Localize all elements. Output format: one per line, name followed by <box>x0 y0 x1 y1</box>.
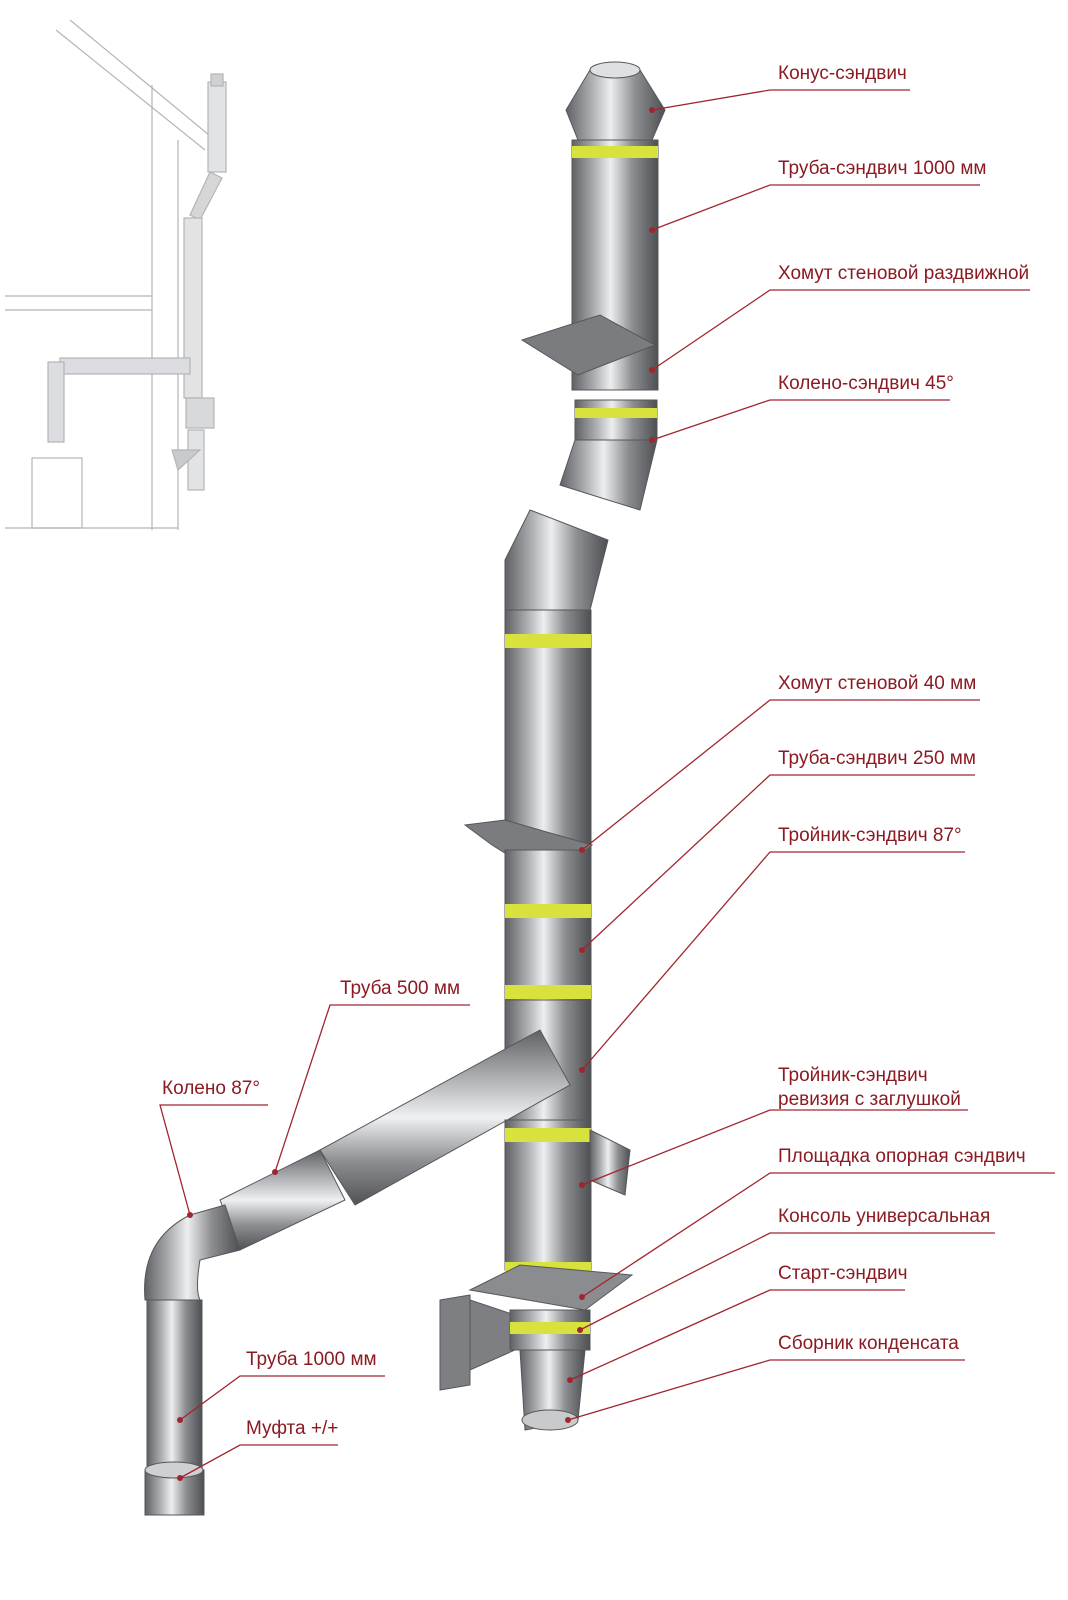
pipe-middle <box>504 609 592 851</box>
sketch-floor <box>5 295 152 311</box>
cone-sandwich <box>565 69 666 141</box>
sketch-roof <box>55 19 216 151</box>
leader-pipe1000s <box>651 184 980 231</box>
elbow-lower <box>504 509 609 611</box>
sketch-wall <box>151 85 179 530</box>
sketch-elbow <box>189 171 223 221</box>
label-pipe-sandwich-1000: Труба-сэндвич 1000 мм <box>778 158 987 179</box>
sketch-pipe-top <box>207 81 227 173</box>
label-pipe-1000: Труба 1000 мм <box>246 1349 377 1370</box>
leader-dots <box>177 107 655 1481</box>
label-condensate-collector: Сборник конденсата <box>778 1333 959 1354</box>
label-coupling-plus-plus: Муфта +/+ <box>246 1418 339 1439</box>
leader-console <box>579 1232 995 1331</box>
label-elbow-sandwich-45: Колено-сэндвич 45° <box>778 373 954 394</box>
pipe-1000 <box>146 1299 203 1471</box>
elbow-sandwich-45 <box>559 439 658 511</box>
sketch-stove <box>31 457 83 529</box>
leader-platform <box>581 1172 1055 1298</box>
sketch-cone <box>210 73 224 87</box>
sketch-console <box>171 449 202 472</box>
leader-clamp40 <box>581 699 980 851</box>
support-platform <box>468 1264 634 1311</box>
pipe-sandwich-250 <box>504 849 592 1001</box>
chimney-assembly <box>144 61 666 1516</box>
label-start-sandwich: Старт-сэндвич <box>778 1263 908 1284</box>
sketch-elbow-low <box>47 361 65 443</box>
label-pipe-500: Труба 500 мм <box>340 978 461 999</box>
leader-clamp-slide <box>651 289 1030 371</box>
leader-elbow45 <box>651 399 950 441</box>
sketch-tee <box>185 397 215 429</box>
label-clamp-wall-40: Хомут стеновой 40 мм <box>778 673 977 694</box>
label-tee-sandwich-87: Тройник-сэндвич 87° <box>778 825 962 846</box>
pipe-500 <box>219 1149 346 1251</box>
revision-branch <box>589 1129 631 1196</box>
sketch-bottom <box>187 429 205 491</box>
leader-pipe250 <box>581 774 975 951</box>
leader-pipe500 <box>274 1004 470 1173</box>
tee-revision <box>504 1119 592 1271</box>
leader-cone <box>651 89 910 111</box>
leader-elbow87 <box>159 1104 268 1216</box>
leader-pipe1000 <box>179 1375 385 1421</box>
pipe-horizontal <box>319 1029 571 1206</box>
leader-tee-rev <box>581 1109 968 1186</box>
label-tee-revision: Тройник-сэндвич ревизия с заглушкой <box>778 1065 961 1110</box>
leader-start <box>569 1289 905 1381</box>
sketch-horizontal <box>59 357 191 375</box>
label-elbow-87: Колено 87° <box>162 1078 260 1099</box>
leader-coupling <box>179 1444 338 1479</box>
leader-lines <box>159 89 1055 1479</box>
elbow-87 <box>144 1204 241 1301</box>
label-pipe-sandwich-250: Труба-сэндвич 250 мм <box>778 748 976 769</box>
leader-condensate <box>567 1359 965 1421</box>
overview-sketch <box>5 19 227 530</box>
label-cone-sandwich: Конус-сэндвич <box>778 63 907 84</box>
clamp-wall-sliding <box>520 314 657 376</box>
label-console-universal: Консоль универсальная <box>778 1206 991 1227</box>
leader-tee87s <box>581 851 965 1071</box>
label-clamp-wall-sliding: Хомут стеновой раздвижной <box>778 263 1030 284</box>
label-support-platform: Площадка опорная сэндвич <box>778 1146 1026 1167</box>
